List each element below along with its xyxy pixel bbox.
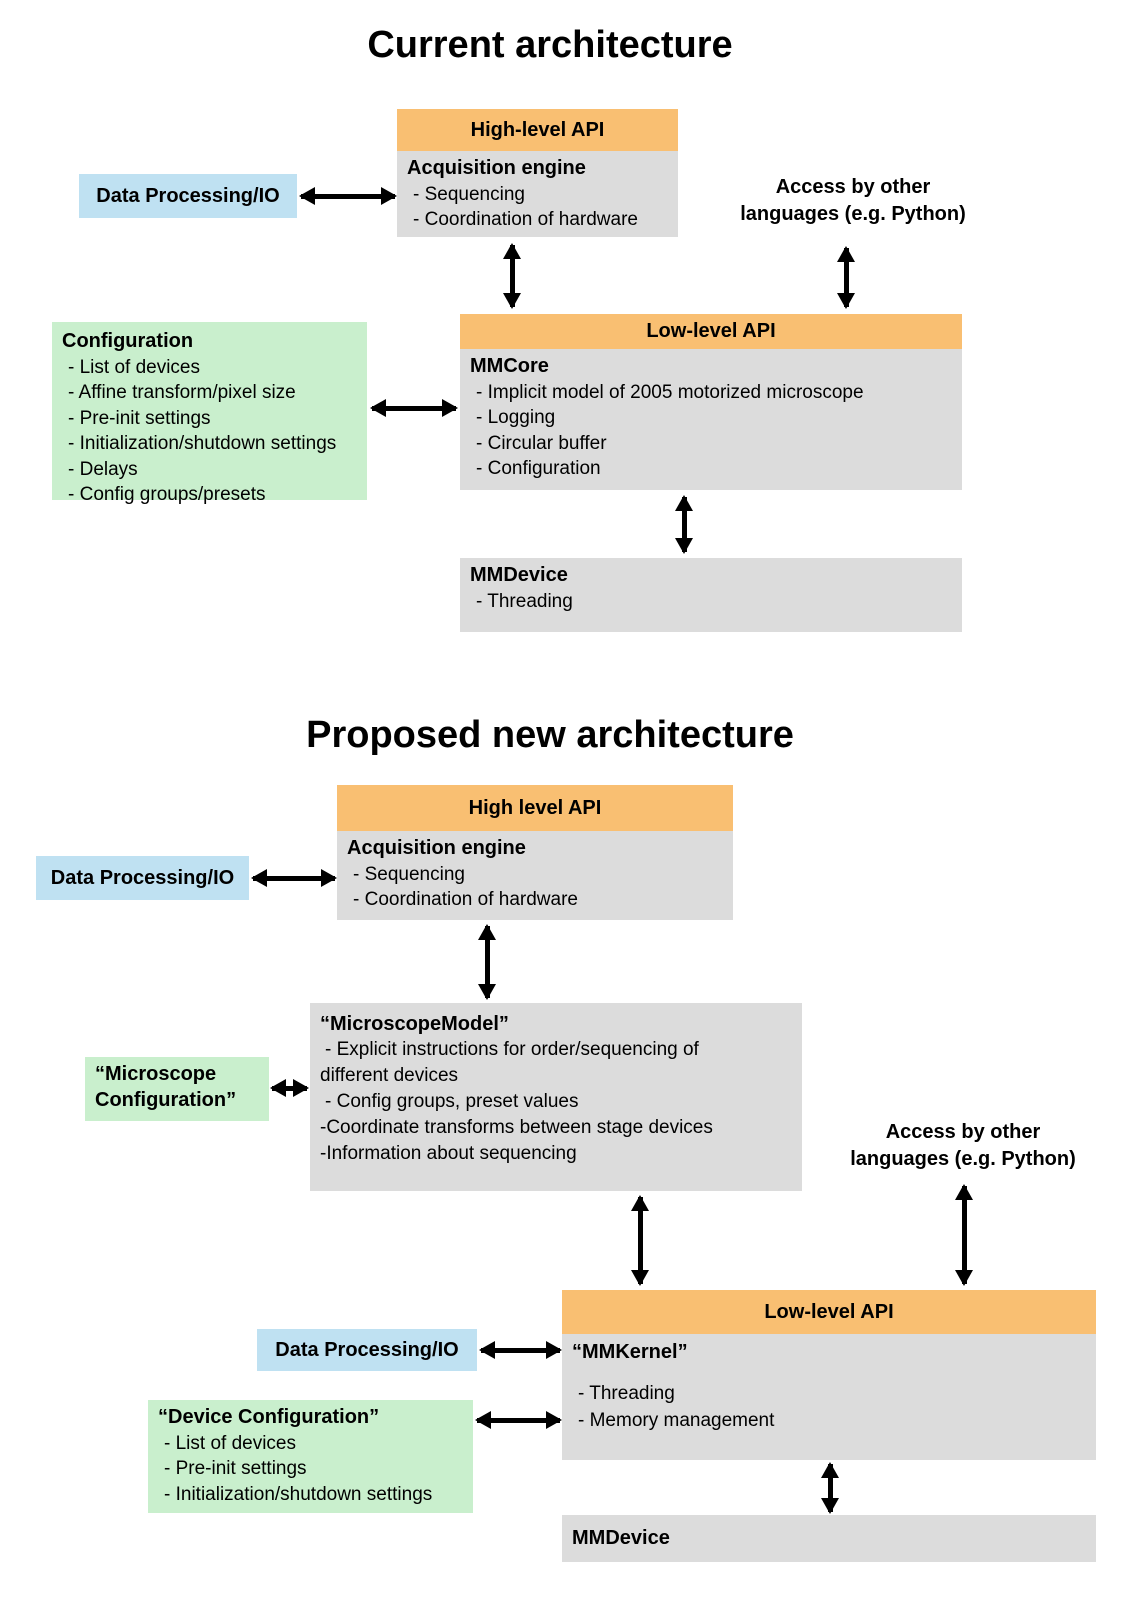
double-arrow-dataio-highapi-2 [251, 869, 337, 887]
double-arrow-dataio-highapi [299, 187, 397, 205]
list-item: - Config groups/presets [68, 484, 266, 505]
current-high-level-api-header: High-level API [397, 109, 678, 151]
access-label-line1: Access by other [885, 1121, 1041, 1143]
device-configuration-box: “Device Configuration” - List of devices… [148, 1400, 473, 1513]
proposed-architecture-title: Proposed new architecture [306, 714, 794, 756]
double-arrow-mmkernel-mmdevice [821, 1462, 839, 1514]
double-arrow-config-mmcore [370, 399, 458, 417]
list-item: - Explicit instructions for order/sequen… [325, 1039, 699, 1060]
double-arrow-mmcore-mmdevice [675, 495, 693, 554]
double-arrow-microscopeconfig-model [270, 1079, 309, 1097]
list-item: - Implicit model of 2005 motorized micro… [476, 381, 864, 403]
list-item: - Coordination of hardware [413, 209, 638, 230]
proposed-acquisition-engine-box: Acquisition engine - Sequencing - Coordi… [337, 831, 733, 920]
double-arrow-highapi-model [478, 924, 496, 1000]
list-item-continuation: different devices [320, 1065, 459, 1086]
list-item: - List of devices [68, 356, 200, 378]
current-acquisition-engine-box: Acquisition engine - Sequencing - Coordi… [397, 151, 678, 237]
list-item: - Initialization/shutdown settings [164, 1483, 433, 1505]
mmdevice-title: MMDevice [470, 564, 568, 586]
current-data-processing-io-box: Data Processing/IO [79, 174, 297, 218]
proposed-low-level-api-header: Low-level API [562, 1290, 1096, 1334]
mmcore-title: MMCore [470, 355, 549, 377]
list-item: - Configuration [476, 458, 601, 479]
current-mmcore-box: MMCore - Implicit model of 2005 motorize… [460, 349, 962, 490]
list-item: - Pre-init settings [68, 407, 211, 429]
double-arrow-deviceconfig-mmkernel [475, 1411, 562, 1429]
mmdevice-title: MMDevice [572, 1526, 670, 1549]
current-low-level-api-header: Low-level API [460, 314, 962, 349]
double-arrow-python-lowapi [837, 246, 855, 309]
double-arrow-model-lowapi [631, 1195, 649, 1286]
device-configuration-title: “Device Configuration” [158, 1406, 380, 1428]
list-item: - Sequencing [413, 183, 525, 205]
list-item: - Threading [578, 1383, 675, 1404]
microscope-model-title: “MicroscopeModel” [320, 1013, 509, 1035]
current-architecture-title: Current architecture [367, 24, 733, 66]
access-label-line2: languages (e.g. Python) [740, 203, 966, 225]
double-arrow-python-lowapi-2 [955, 1184, 973, 1286]
list-item: - Threading [476, 590, 573, 612]
list-item: - Logging [476, 407, 556, 428]
microscope-configuration-line1: “Microscope [95, 1063, 217, 1085]
mmkernel-box: “MMKernel” - Threading - Memory manageme… [562, 1334, 1096, 1460]
list-item: - Circular buffer [476, 432, 607, 454]
list-item: - Config groups, preset values [325, 1091, 579, 1112]
list-item: - Coordination of hardware [353, 889, 578, 910]
current-mmdevice-box: MMDevice - Threading [460, 558, 962, 632]
list-item: - List of devices [164, 1432, 296, 1454]
microscope-configuration-line2: Configuration” [95, 1088, 237, 1111]
list-item: -Information about sequencing [320, 1143, 577, 1164]
acquisition-engine-title: Acquisition engine [347, 837, 526, 859]
proposed-mmdevice-box: MMDevice [562, 1515, 1096, 1562]
access-label-line1: Access by other [775, 176, 931, 198]
list-item: - Sequencing [353, 863, 465, 885]
double-arrow-dataio-mmkernel [479, 1341, 562, 1359]
list-item: - Memory management [578, 1410, 775, 1431]
acquisition-engine-title: Acquisition engine [407, 157, 586, 179]
microscope-configuration-box: “Microscope Configuration” [85, 1057, 269, 1121]
proposed-high-level-api-header: High level API [337, 785, 733, 831]
list-item: -Coordinate transforms between stage dev… [320, 1117, 713, 1138]
microscope-model-box: “MicroscopeModel” - Explicit instruction… [310, 1003, 802, 1191]
current-access-by-other-languages-label: Access by other languages (e.g. Python) [703, 174, 1003, 228]
double-arrow-highapi-lowapi [503, 243, 521, 309]
access-label-line2: languages (e.g. Python) [850, 1148, 1076, 1170]
proposed-access-by-other-languages-label: Access by other languages (e.g. Python) [813, 1119, 1113, 1173]
mmkernel-title: “MMKernel” [572, 1341, 688, 1363]
configuration-title: Configuration [62, 330, 194, 352]
proposed-data-processing-io-box: Data Processing/IO [36, 856, 249, 900]
proposed-data-processing-io-box-2: Data Processing/IO [257, 1329, 477, 1371]
list-item: - Affine transform/pixel size [68, 382, 296, 403]
list-item: - Delays [68, 458, 138, 480]
list-item: - Initialization/shutdown settings [68, 433, 337, 454]
list-item: - Pre-init settings [164, 1458, 307, 1479]
current-configuration-box: Configuration - List of devices - Affine… [52, 322, 367, 505]
